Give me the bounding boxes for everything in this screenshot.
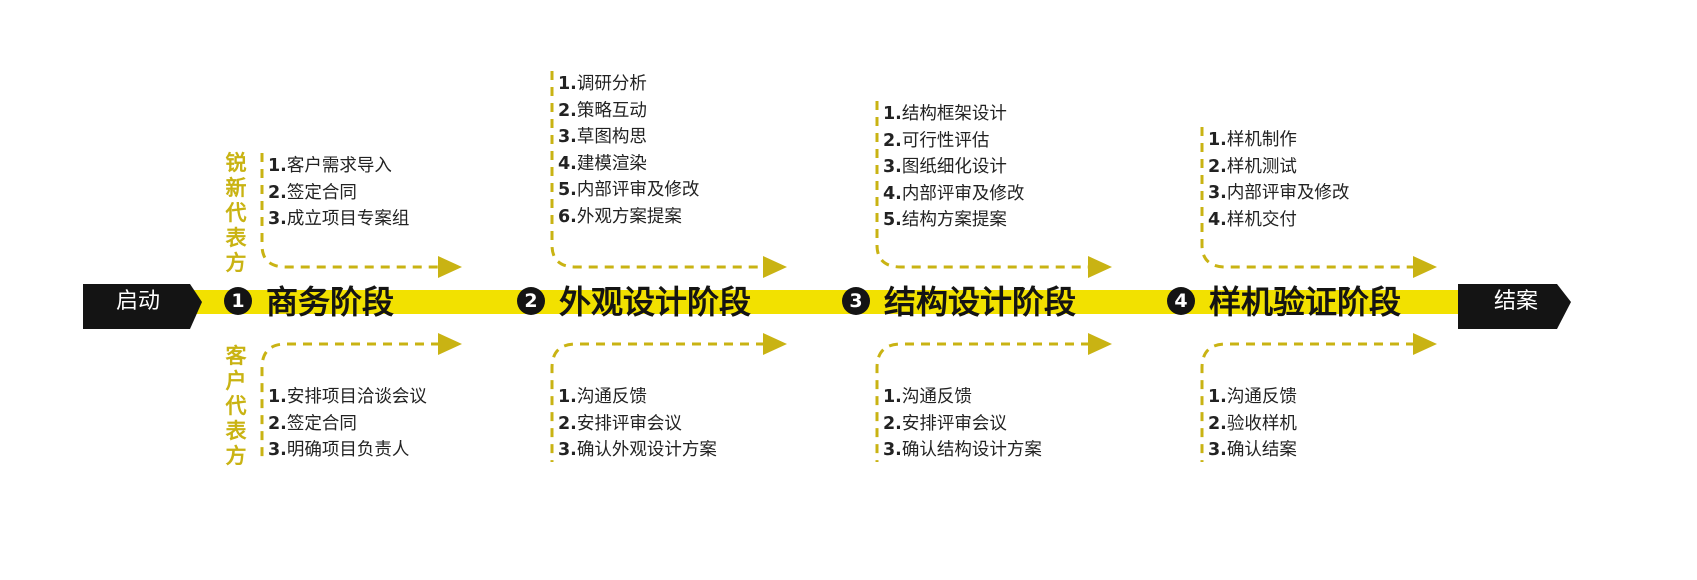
- end-endcap: [1458, 284, 1571, 329]
- company-representative-label: 锐新代表方: [225, 151, 247, 275]
- phase-3-client-connector: [875, 342, 1090, 462]
- phase-1-company-tasks: 1.客户需求导入 2.签定合同 3.成立项目专案组: [268, 153, 409, 233]
- list-item: 3.确认结构设计方案: [883, 440, 1042, 460]
- list-item: 3.成立项目专案组: [268, 209, 410, 229]
- phase-3-title: 结构设计阶段: [884, 283, 1077, 321]
- phase-2-client-arrow-icon: [763, 333, 787, 355]
- list-item: 1.结构框架设计: [883, 104, 1007, 124]
- list-item: 2.验收样机: [1208, 413, 1297, 434]
- phase-2-client-tasks: 1.沟通反馈 2.安排评审会议 3.确认外观设计方案: [558, 384, 717, 464]
- phase-4-company-arrow-icon: [1413, 256, 1437, 278]
- list-item: 2.可行性评估: [883, 130, 990, 151]
- phase-3-company-arrow-icon: [1088, 256, 1112, 278]
- list-item: 1.安排项目洽谈会议: [268, 387, 427, 407]
- list-item: 4.样机交付: [1208, 209, 1297, 230]
- list-item: 3.草图构思: [558, 127, 647, 147]
- phase-4-company-tasks: 1.样机制作 2.样机测试 3.内部评审及修改 4.样机交付: [1208, 127, 1349, 233]
- list-item: 2.签定合同: [268, 182, 357, 203]
- list-item: 2.安排评审会议: [883, 413, 1007, 434]
- main-progress-band: [190, 290, 1460, 314]
- phase-4-title: 样机验证阶段: [1209, 283, 1402, 321]
- phase-3-client-tasks: 1.沟通反馈 2.安排评审会议 3.确认结构设计方案: [883, 384, 1042, 464]
- phase-3-company-tasks: 1.结构框架设计 2.可行性评估 3.图纸细化设计 4.内部评审及修改 5.结构…: [883, 101, 1024, 234]
- list-item: 3.确认外观设计方案: [558, 440, 717, 460]
- phase-1-number: 1: [224, 287, 252, 315]
- end-label: 结案: [1493, 289, 1538, 314]
- list-item: 3.明确项目负责人: [268, 440, 410, 460]
- list-item: 1.调研分析: [558, 74, 647, 94]
- list-item: 1.客户需求导入: [268, 156, 392, 176]
- list-item: 4.内部评审及修改: [883, 183, 1025, 204]
- phase-1-company-connector: [260, 153, 440, 269]
- phase-3-client-arrow-icon: [1088, 333, 1112, 355]
- phase-1-client-tasks: 1.安排项目洽谈会议 2.签定合同 3.明确项目负责人: [268, 384, 427, 464]
- phase-2-company-arrow-icon: [763, 256, 787, 278]
- phase-1-client-arrow-icon: [438, 333, 462, 355]
- phase-1-client-connector: [260, 342, 440, 462]
- list-item: 3.内部评审及修改: [1208, 183, 1350, 203]
- start-label: 启动: [115, 289, 160, 314]
- list-item: 1.样机制作: [1208, 130, 1297, 150]
- phase-4-number: 4: [1167, 287, 1195, 315]
- phase-3-number: 3: [842, 287, 870, 315]
- start-endcap: [83, 284, 202, 329]
- phase-2-company-connector: [550, 71, 765, 269]
- client-representative-label: 客户代表方: [225, 344, 247, 468]
- phase-4-company-connector: [1200, 127, 1415, 269]
- list-item: 1.沟通反馈: [883, 387, 972, 407]
- list-item: 6.外观方案提案: [558, 206, 682, 227]
- list-item: 2.样机测试: [1208, 156, 1297, 177]
- list-item: 4.建模渲染: [558, 153, 647, 174]
- phase-1-title: 商务阶段: [266, 283, 395, 321]
- list-item: 2.策略互动: [558, 100, 647, 121]
- phase-4-client-connector: [1200, 342, 1415, 462]
- phase-4-client-tasks: 1.沟通反馈 2.验收样机 3.确认结案: [1208, 384, 1297, 464]
- list-item: 2.签定合同: [268, 413, 357, 434]
- list-item: 5.结构方案提案: [883, 210, 1007, 230]
- list-item: 1.沟通反馈: [1208, 387, 1297, 407]
- list-item: 1.沟通反馈: [558, 387, 647, 407]
- phase-2-company-tasks: 1.调研分析 2.策略互动 3.草图构思 4.建模渲染 5.内部评审及修改 6.…: [558, 71, 699, 230]
- phase-4-client-arrow-icon: [1413, 333, 1437, 355]
- phase-3-company-connector: [875, 101, 1090, 269]
- phase-2-client-connector: [550, 342, 765, 462]
- phase-1-company-arrow-icon: [438, 256, 462, 278]
- list-item: 2.安排评审会议: [558, 413, 682, 434]
- list-item: 3.确认结案: [1208, 440, 1297, 460]
- phase-2-number: 2: [517, 287, 545, 315]
- list-item: 3.图纸细化设计: [883, 157, 1007, 177]
- phase-2-title: 外观设计阶段: [559, 283, 752, 321]
- list-item: 5.内部评审及修改: [558, 180, 700, 200]
